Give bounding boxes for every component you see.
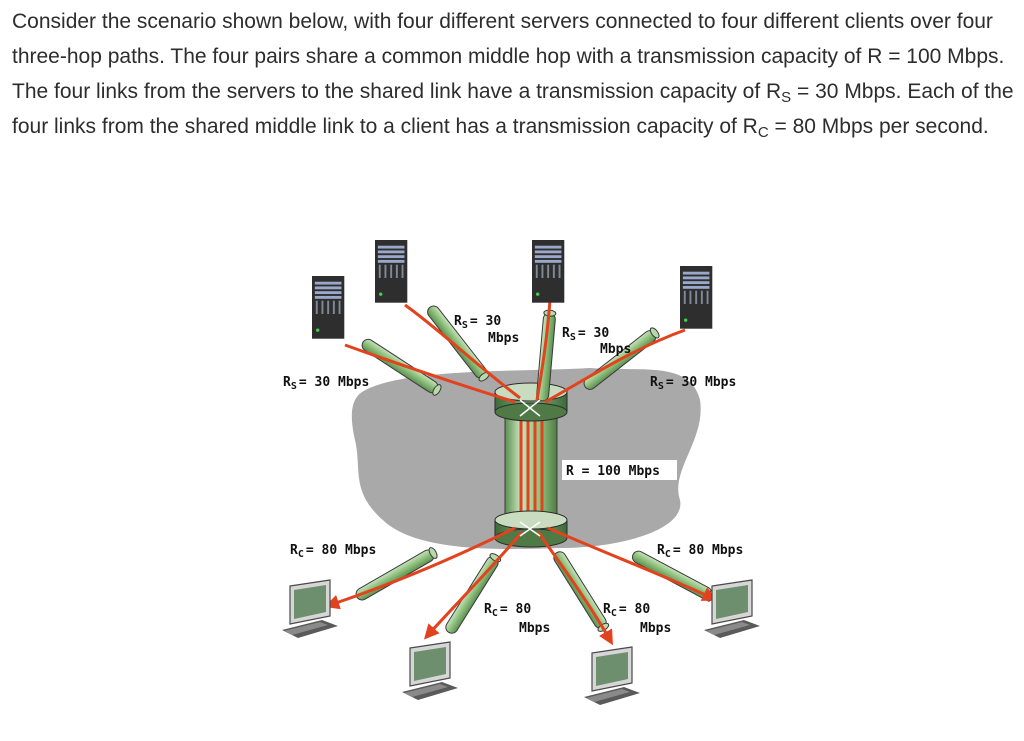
client-far-left-icon: [281, 579, 339, 639]
link-client-right: [551, 549, 611, 634]
label-rc-far-left: RC= 80 Mbps: [290, 543, 376, 560]
flow-server-right: [544, 328, 686, 404]
question-text: Consider the scenario shown below, with …: [12, 4, 1017, 144]
label-r-shared: R = 100 Mbps: [566, 464, 660, 479]
flow-server-center: [535, 299, 552, 401]
link-client-far-left: [353, 545, 440, 603]
label-r-background: [562, 460, 677, 480]
label-rc-far-right: RC= 80 Mbps: [657, 543, 743, 560]
link-client-left: [443, 551, 503, 636]
flow-server-left: [404, 303, 521, 400]
flow-client-far-left: [324, 526, 516, 610]
client-right-icon: [583, 646, 641, 706]
question-part-2: = 30 Mbps. Each of the four links from t…: [12, 80, 1014, 138]
flow-server-far-left: [344, 343, 516, 404]
router-bottom: [494, 510, 568, 548]
router-top-cross-icon: [519, 399, 541, 417]
subscript-s: S: [781, 89, 792, 106]
label-rc-left-unit: Mbps: [519, 621, 550, 636]
router-bottom-cross-icon: [519, 521, 541, 537]
shared-link: [504, 409, 558, 521]
label-rs-right: RS= 30 Mbps: [650, 375, 736, 392]
server-far-left-icon: [312, 276, 345, 339]
flow-client-far-right: [547, 526, 718, 601]
client-left-icon: [401, 641, 459, 701]
router-top: [494, 382, 568, 422]
link-server-right: [581, 325, 662, 393]
client-far-right-icon: [703, 579, 761, 639]
label-rc-left: RC= 80: [484, 602, 531, 619]
link-client-far-right: [629, 548, 717, 603]
server-left-icon: [375, 240, 408, 303]
label-rs-left-unit: Mbps: [488, 331, 519, 346]
label-rc-right-unit: Mbps: [640, 621, 671, 636]
server-right-icon: [680, 266, 713, 329]
network-cloud: [351, 368, 701, 549]
server-center-icon: [532, 240, 565, 303]
flow-client-left: [423, 531, 524, 640]
subscript-c: C: [757, 124, 769, 141]
link-server-left: [424, 303, 492, 384]
label-rc-right: RC= 80: [603, 602, 650, 619]
label-rs-far-left: RS= 30 Mbps: [283, 375, 369, 392]
flow-client-right: [536, 531, 613, 646]
question-part-1: Consider the scenario shown below, with …: [12, 10, 1005, 103]
label-rs-center: RS= 30: [562, 326, 609, 343]
link-server-center: [535, 309, 557, 402]
question-part-3: = 80 Mbps per second.: [768, 115, 989, 138]
label-rs-center-unit: Mbps: [600, 342, 631, 357]
link-server-far-left: [359, 336, 444, 398]
label-rs-left: RS= 30: [454, 314, 501, 331]
